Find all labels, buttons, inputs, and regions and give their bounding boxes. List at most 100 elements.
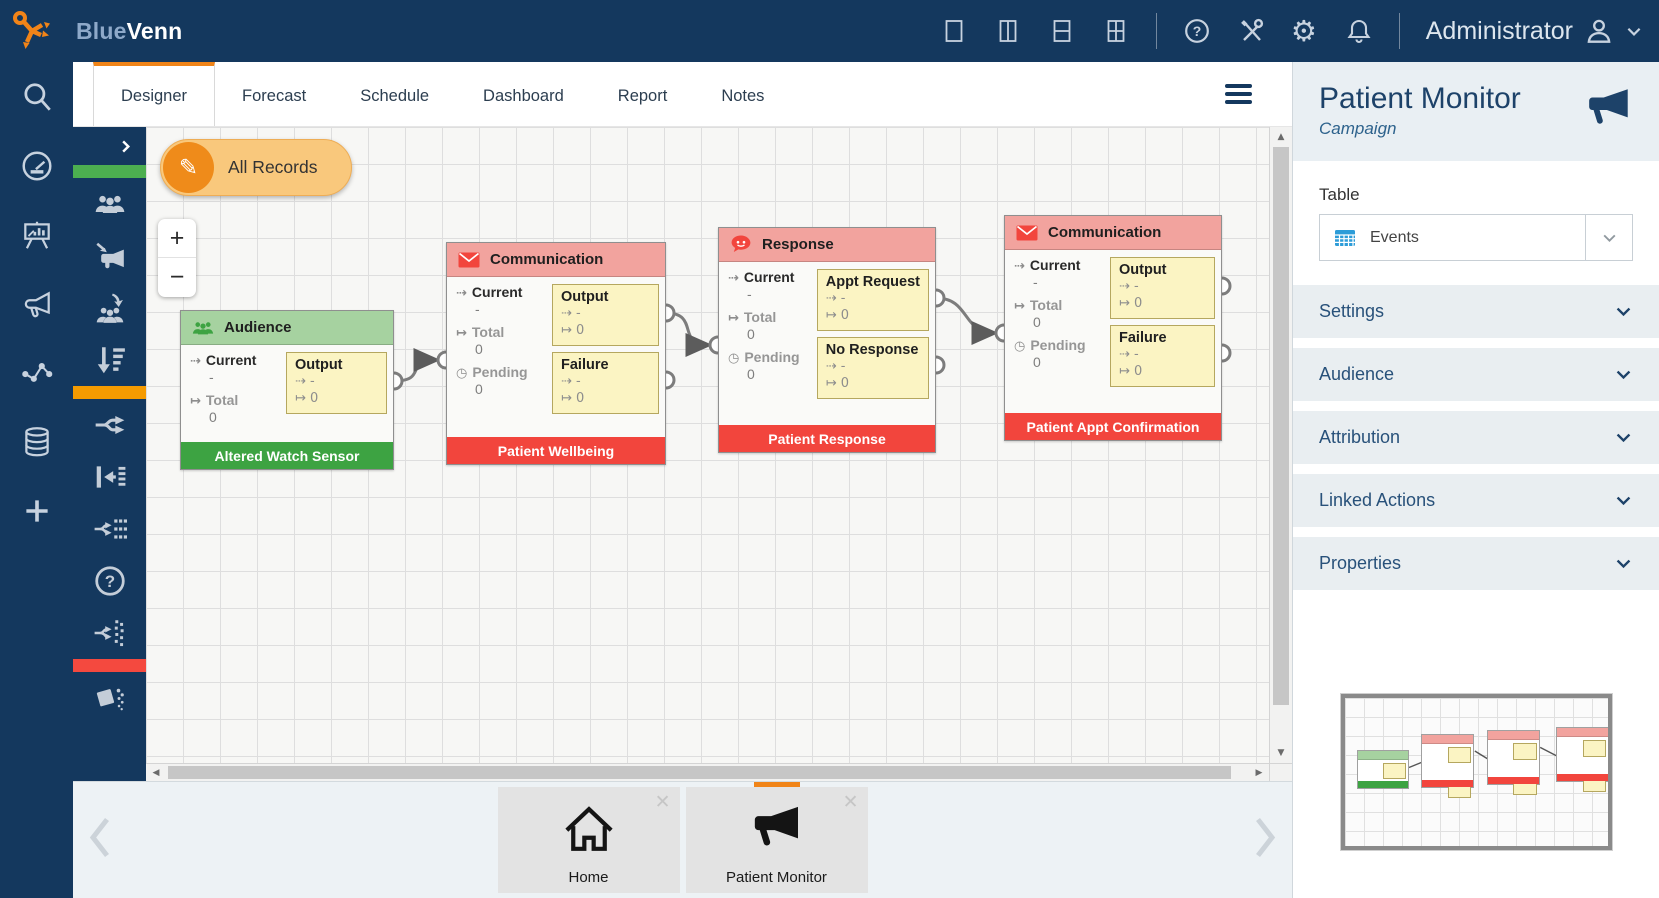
- tab-schedule[interactable]: Schedule: [360, 86, 430, 105]
- minimap-node-footer: [1557, 773, 1608, 781]
- section-attribution[interactable]: Attribution: [1293, 411, 1659, 464]
- minimap[interactable]: [1340, 694, 1612, 850]
- table-field: Table Events: [1293, 161, 1659, 269]
- tab-dashboard[interactable]: Dashboard: [483, 86, 564, 105]
- table-label: Table: [1319, 185, 1360, 204]
- search-icon[interactable]: [20, 80, 54, 114]
- layout-single-icon[interactable]: [940, 17, 968, 45]
- menu-icon[interactable]: [1225, 79, 1252, 108]
- tools-icon[interactable]: [1237, 17, 1265, 45]
- output-failure[interactable]: Failure⇢ -↦ 0: [1110, 324, 1215, 387]
- sort-icon[interactable]: [73, 334, 146, 386]
- output-no-response[interactable]: No Response⇢ -↦ 0: [816, 336, 929, 399]
- section-audience[interactable]: Audience: [1293, 348, 1659, 401]
- brand-logo-icon[interactable]: [10, 8, 56, 54]
- close-icon[interactable]: ✕: [654, 791, 671, 813]
- output-appt-request[interactable]: Appt Request⇢ -↦ 0: [816, 269, 929, 331]
- help-icon[interactable]: ?: [1183, 17, 1211, 45]
- section-linked-actions[interactable]: Linked Actions: [1293, 474, 1659, 527]
- stat-label: Pending: [1030, 337, 1086, 353]
- node-name: Altered Watch Sensor: [181, 442, 393, 469]
- horizontal-scroll-thumb[interactable]: [168, 766, 1231, 779]
- table-icon: [1333, 226, 1357, 250]
- help-circle-icon[interactable]: ?: [73, 555, 146, 607]
- close-icon[interactable]: ✕: [842, 791, 859, 813]
- topbar-divider: [1155, 13, 1157, 49]
- gauge-icon[interactable]: [20, 149, 54, 183]
- database-icon[interactable]: [20, 425, 54, 459]
- selection-pill[interactable]: ✎ All Records: [160, 139, 353, 196]
- section-settings[interactable]: Settings: [1293, 285, 1659, 338]
- campaign-title: Patient Monitor: [1319, 82, 1521, 115]
- system-buttons: ?⚙: [1183, 14, 1373, 48]
- presentation-icon[interactable]: [20, 218, 54, 252]
- vertical-scrollbar[interactable]: ▲ ▼: [1269, 127, 1292, 763]
- minimap-connector: [1539, 746, 1557, 757]
- stat-value: 0: [1033, 354, 1041, 370]
- layout-columns-icon[interactable]: [994, 17, 1022, 45]
- communication-icon[interactable]: [73, 230, 146, 282]
- bell-icon[interactable]: [1345, 17, 1373, 45]
- total-stat-icon: ↦: [190, 394, 201, 409]
- vertical-scroll-thumb[interactable]: [1273, 147, 1289, 705]
- tab-notes[interactable]: Notes: [721, 86, 765, 105]
- section-properties[interactable]: Properties: [1293, 537, 1659, 590]
- merge-icon[interactable]: [73, 451, 146, 503]
- section-label: Audience: [1319, 364, 1395, 384]
- horizontal-scrollbar[interactable]: ◀ ▶: [146, 763, 1269, 781]
- response-icon[interactable]: [73, 282, 146, 334]
- output-output[interactable]: Output⇢ -↦ 0: [286, 352, 387, 414]
- chevron-down-icon: [1614, 491, 1633, 510]
- connector: [393, 348, 441, 383]
- tab-forecast[interactable]: Forecast: [242, 86, 307, 105]
- stat-value: 0: [475, 381, 483, 397]
- zoom-out-button[interactable]: −: [169, 263, 185, 291]
- tab-report[interactable]: Report: [617, 86, 668, 105]
- layout-grid-icon[interactable]: [1102, 17, 1130, 45]
- brand-venn: Venn: [126, 17, 183, 44]
- tab-designer[interactable]: Designer: [93, 62, 216, 126]
- open-item-card-patient-monitor[interactable]: Patient Monitor✕: [685, 787, 868, 893]
- scroll-down-arrow[interactable]: ▼: [1277, 748, 1285, 758]
- home-icon: [561, 801, 617, 857]
- properties-panel: Patient Monitor Campaign Table Events: [1292, 62, 1659, 898]
- scroll-right-arrow[interactable]: ▶: [1255, 767, 1263, 778]
- network-icon[interactable]: [20, 356, 54, 390]
- megaphone-icon[interactable]: [20, 287, 54, 321]
- node-name: Patient Appt Confirmation: [1005, 413, 1221, 440]
- layout-rows-icon[interactable]: [1048, 17, 1076, 45]
- table-value: Events: [1370, 228, 1419, 246]
- minimap-node: [1486, 730, 1540, 796]
- output-output[interactable]: Output⇢ -↦ 0: [552, 284, 659, 346]
- zoom-in-button[interactable]: +: [158, 219, 196, 258]
- gear-icon[interactable]: ⚙: [1290, 14, 1317, 48]
- table-dropdown[interactable]: Events: [1319, 214, 1633, 261]
- output-output[interactable]: Output⇢ -↦ 0: [1110, 257, 1215, 319]
- toolbar-expander[interactable]: [73, 127, 146, 165]
- node-header: Communication: [1005, 216, 1221, 250]
- split-cells-icon[interactable]: [73, 607, 146, 659]
- node-type-title: Audience: [224, 319, 292, 336]
- sample-split-icon[interactable]: [73, 672, 146, 724]
- chevron-left-icon[interactable]: [87, 816, 113, 865]
- split-grid-icon[interactable]: [73, 503, 146, 555]
- open-item-card-home[interactable]: Home✕: [497, 787, 680, 893]
- plus-icon[interactable]: [20, 494, 54, 528]
- user-menu[interactable]: Administrator: [1426, 15, 1643, 47]
- chevron-right-icon[interactable]: [1252, 816, 1278, 865]
- designer-canvas[interactable]: ✎ All Records + − Audience⇢Current-↦Tota…: [146, 127, 1269, 763]
- pending-stat-icon: ◷: [728, 351, 740, 366]
- output-label: No Response: [825, 341, 919, 358]
- audience-icon[interactable]: [73, 178, 146, 230]
- output-failure[interactable]: Failure⇢ -↦ 0: [552, 351, 659, 414]
- scroll-left-arrow[interactable]: ◀: [152, 767, 160, 778]
- split-icon[interactable]: [73, 399, 146, 451]
- scroll-up-arrow[interactable]: ▲: [1277, 132, 1285, 142]
- chevron-down-icon[interactable]: [1585, 215, 1632, 260]
- svg-text:?: ?: [1192, 23, 1201, 39]
